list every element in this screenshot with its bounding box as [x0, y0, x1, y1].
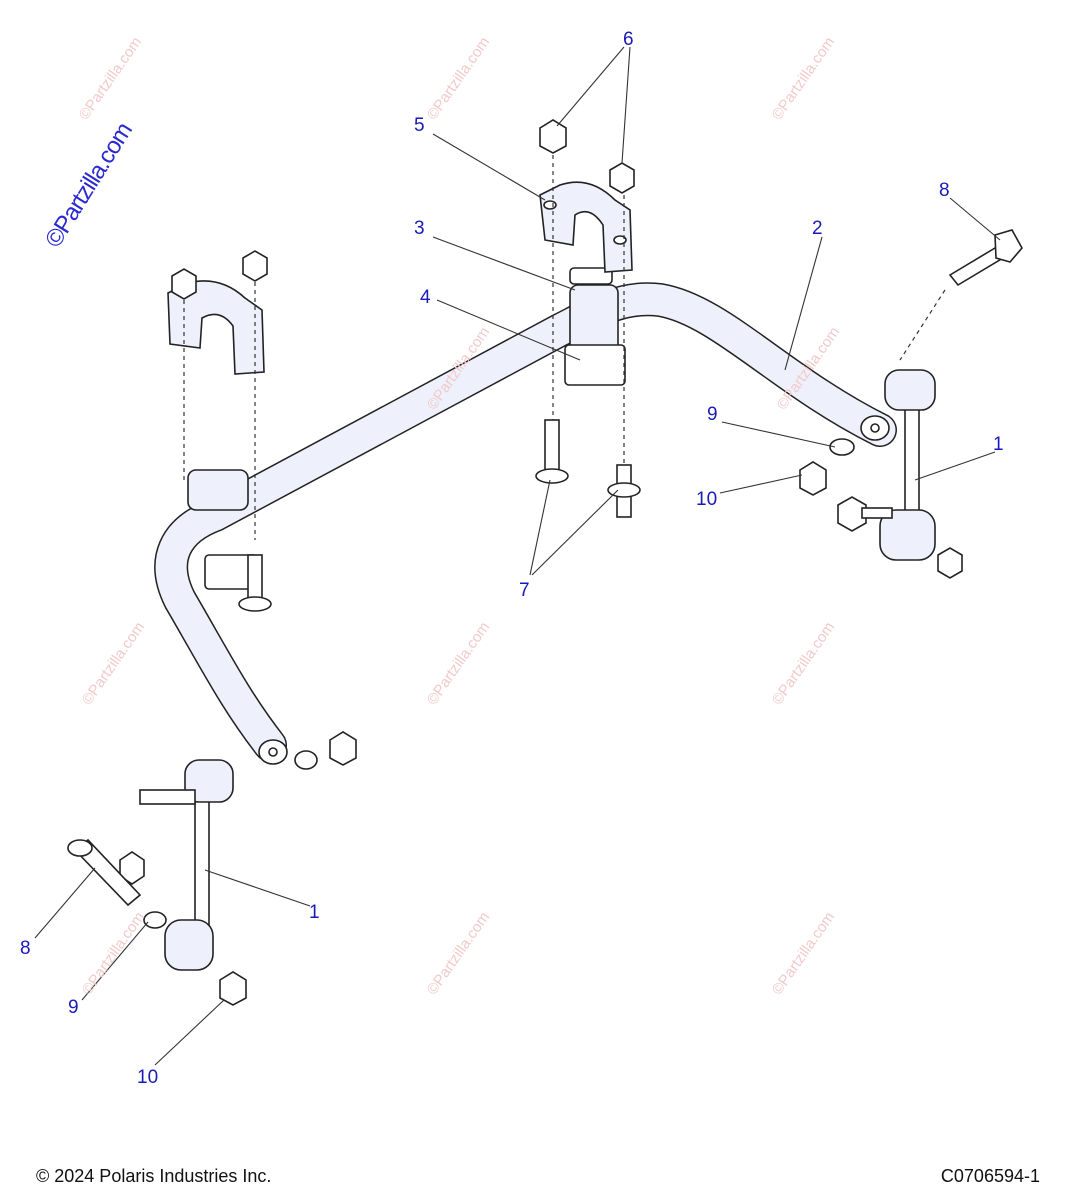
- callout-3: 3: [414, 218, 425, 239]
- clamp-right: [539, 181, 633, 273]
- callout-4: 4: [420, 287, 431, 308]
- washer-left: [143, 911, 167, 929]
- callout-10-left: 10: [137, 1067, 158, 1088]
- nut-right-10: [799, 461, 827, 496]
- callout-9-right: 9: [707, 404, 718, 425]
- footer-diagram-code: C0706594-1: [940, 1166, 1040, 1186]
- bolt-right-8: [948, 229, 1023, 287]
- bolt-left-8: [67, 838, 142, 907]
- clamp-left: [167, 280, 265, 375]
- callout-6: 6: [623, 29, 634, 50]
- washer-right: [829, 438, 855, 456]
- callout-1-left: 1: [309, 902, 320, 923]
- link-left: [119, 759, 234, 971]
- callout-8-right: 8: [939, 180, 950, 201]
- callout-8-left: 8: [20, 938, 31, 959]
- leader-lines: [34, 46, 1001, 1066]
- link-right: [837, 369, 963, 579]
- nuts-top-right: [539, 119, 635, 194]
- callout-9-left: 9: [68, 997, 79, 1018]
- callout-5: 5: [414, 115, 425, 136]
- callout-10-right: 10: [696, 489, 717, 510]
- footer-copyright: © 2024 Polaris Industries Inc.: [36, 1166, 272, 1186]
- nuts-top-left: [171, 250, 268, 300]
- callout-1-right: 1: [993, 434, 1004, 455]
- bushing-right: [564, 267, 626, 386]
- bushing-left: [187, 469, 258, 590]
- bolts-center: [535, 419, 641, 518]
- stabilizer-bar: [154, 282, 897, 765]
- nut-left-10: [219, 971, 247, 1006]
- bolt-left: [238, 554, 272, 612]
- callout-7: 7: [519, 580, 530, 601]
- callout-2: 2: [812, 218, 823, 239]
- washer-center-left: [294, 750, 318, 770]
- nut-center-left: [329, 731, 357, 766]
